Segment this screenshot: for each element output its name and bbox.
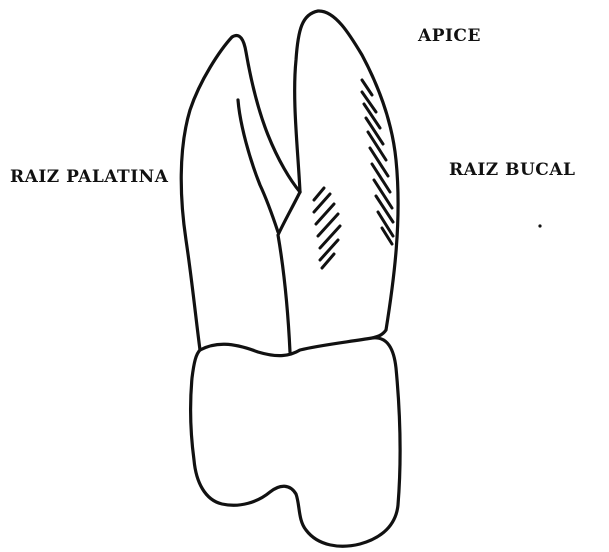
palatal-root-outline xyxy=(181,35,300,350)
buccal-root-label: RAIZ BUCAL xyxy=(449,160,575,180)
apex-label: APICE xyxy=(418,26,481,46)
middle-hatching xyxy=(314,188,340,268)
palatal-root-inner-line xyxy=(238,100,278,232)
tooth-crown-outline xyxy=(191,338,400,546)
buccal-root-outline xyxy=(295,11,398,338)
buccal-root-hatching xyxy=(362,80,393,244)
stray-dot xyxy=(538,224,541,227)
palatal-root-label: RAIZ PALATINA xyxy=(10,167,168,187)
root-separation-line xyxy=(278,192,300,352)
